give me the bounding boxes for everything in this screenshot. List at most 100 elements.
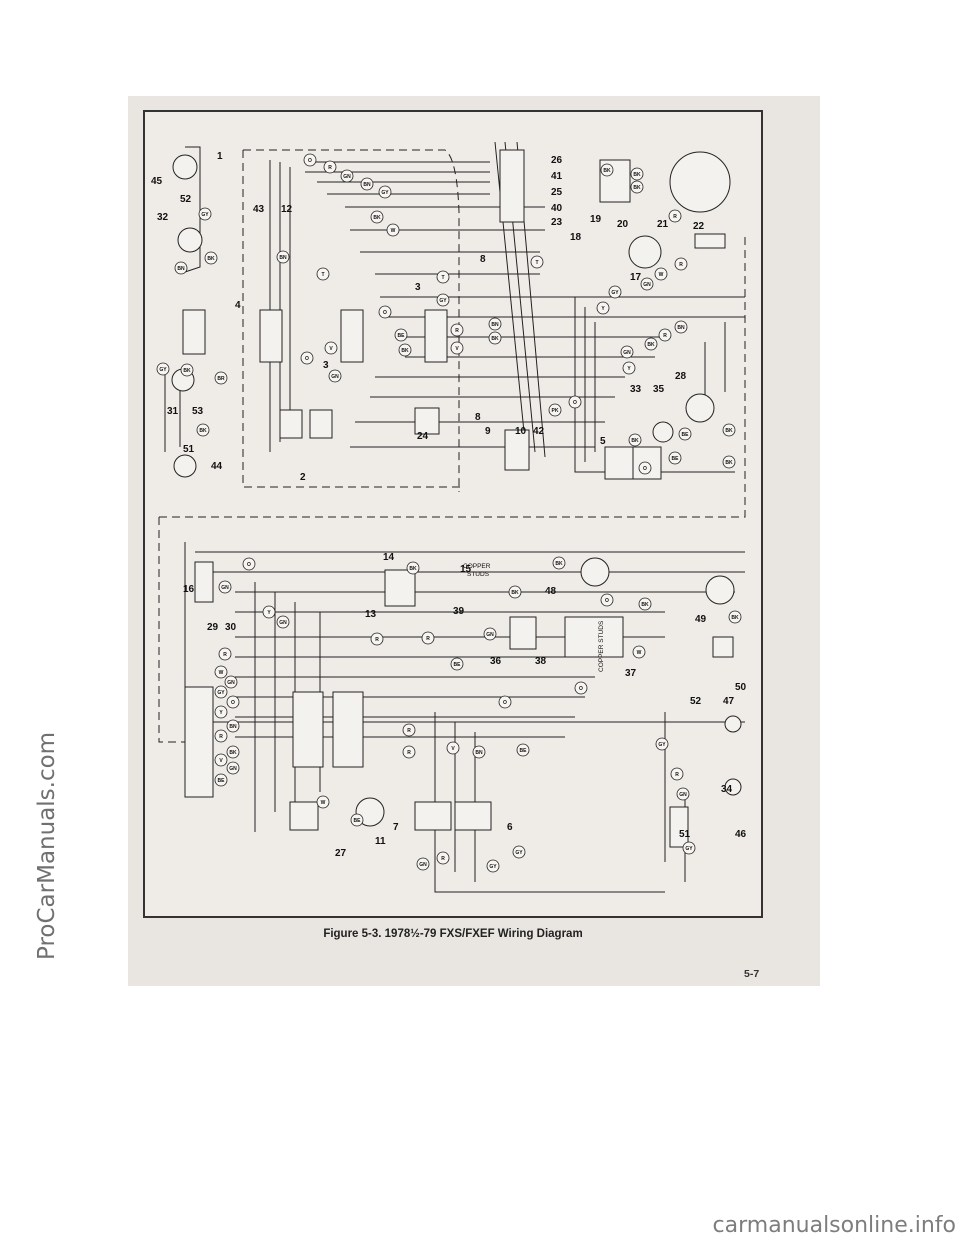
label-9: 9 [485, 426, 491, 437]
svg-text:R: R [223, 652, 227, 658]
svg-text:BK: BK [725, 428, 733, 434]
svg-text:GY: GY [658, 742, 666, 748]
switch-block-26-23 [499, 149, 525, 223]
svg-text:BK: BK [401, 348, 409, 354]
svg-text:GY: GY [611, 290, 619, 296]
svg-text:GN: GN [229, 766, 237, 772]
svg-text:W: W [219, 670, 224, 676]
svg-text:BK: BK [731, 615, 739, 621]
svg-text:GY: GY [381, 190, 389, 196]
svg-text:BE: BE [454, 662, 462, 668]
label-41: 41 [551, 171, 563, 182]
dashed-harness-top [243, 149, 460, 492]
dashed-harness-left [242, 150, 460, 488]
svg-text:BE: BE [398, 333, 406, 339]
svg-text:BK: BK [229, 750, 237, 756]
svg-text:BK: BK [725, 460, 733, 466]
label-22: 22 [693, 221, 705, 232]
label-25: 25 [551, 187, 563, 198]
component-32-lamp [177, 227, 203, 253]
label-8-a: 8 [480, 254, 486, 265]
svg-text:O: O [305, 356, 309, 362]
component-44-lamp [173, 454, 197, 478]
svg-text:BN: BN [475, 750, 483, 756]
harness-wire-right [574, 297, 735, 473]
svg-text:BK: BK [373, 215, 381, 221]
component-27-body [289, 801, 319, 831]
ignition-switch-18 [628, 235, 662, 269]
relay-9-10 [504, 429, 530, 471]
svg-text:GN: GN [643, 282, 651, 288]
label-12: 12 [281, 204, 293, 215]
label-53: 53 [192, 406, 204, 417]
component-33 [652, 421, 674, 443]
label-52: 52 [180, 194, 192, 205]
label-15: 15 [460, 564, 472, 575]
label-4: 4 [235, 300, 241, 311]
svg-text:GN: GN [623, 350, 631, 356]
label-34: 34 [721, 784, 733, 795]
svg-text:O: O [643, 466, 647, 472]
svg-text:BE: BE [354, 818, 362, 824]
connector-lower-a [292, 691, 324, 768]
svg-text:GN: GN [221, 585, 229, 591]
svg-text:BK: BK [207, 256, 215, 262]
component-37-38 [564, 616, 624, 658]
label-35: 35 [653, 384, 665, 395]
label-5: 5 [600, 436, 606, 447]
svg-text:O: O [573, 400, 577, 406]
svg-text:GN: GN [279, 620, 287, 626]
copper-stud-labels: COPPER STUDS COPPER STUDS [463, 563, 605, 672]
svg-text:R: R [407, 750, 411, 756]
component-24 [414, 407, 440, 435]
label-32: 32 [157, 212, 169, 223]
svg-text:O: O [308, 158, 312, 164]
label-37: 37 [625, 668, 637, 679]
svg-text:V: V [329, 346, 333, 352]
svg-text:GN: GN [419, 862, 427, 868]
component-22 [694, 233, 726, 249]
svg-text:R: R [407, 728, 411, 734]
svg-text:V: V [455, 346, 459, 352]
svg-text:GN: GN [227, 680, 235, 686]
label-6: 6 [507, 822, 513, 833]
connector-5-left [604, 446, 634, 480]
svg-text:R: R [673, 214, 677, 220]
label-36: 36 [490, 656, 502, 667]
svg-text:O: O [605, 598, 609, 604]
svg-text:BR: BR [217, 376, 225, 382]
label-8-b: 8 [475, 412, 481, 423]
label-11: 11 [375, 836, 386, 847]
svg-text:BK: BK [491, 336, 499, 342]
page-number: 5-7 [744, 968, 760, 980]
wiring-diagram-drawing: 1 45 52 32 43 12 4 3 3 2 31 53 51 44 26 … [151, 141, 747, 893]
component-numbers: 1 45 52 32 43 12 4 3 3 2 31 53 51 44 26 … [151, 151, 747, 859]
label-1: 1 [217, 151, 223, 162]
svg-text:W: W [391, 228, 396, 234]
connector-4-right [340, 309, 364, 363]
label-45: 45 [151, 176, 163, 187]
harness-wire-mid-3 [350, 376, 625, 448]
component-47 [724, 715, 742, 733]
connector-2-right [309, 409, 333, 439]
label-30: 30 [225, 622, 237, 633]
svg-text:BK: BK [641, 602, 649, 608]
label-47: 47 [723, 696, 735, 707]
svg-text:R: R [328, 165, 332, 171]
label-3-a: 3 [323, 360, 329, 371]
svg-text:BK: BK [647, 342, 655, 348]
svg-text:Y: Y [267, 610, 271, 616]
label-43: 43 [253, 204, 265, 215]
label-23: 23 [551, 217, 563, 228]
svg-text:R: R [679, 262, 683, 268]
svg-text:BK: BK [555, 561, 563, 567]
label-46: 46 [735, 829, 747, 840]
svg-text:BN: BN [177, 266, 185, 272]
svg-text:V: V [219, 758, 223, 764]
svg-text:BK: BK [199, 428, 207, 434]
svg-text:R: R [441, 856, 445, 862]
svg-text:V: V [451, 746, 455, 752]
svg-text:Y: Y [219, 710, 223, 716]
generator-21 [669, 151, 731, 213]
svg-text:BK: BK [633, 172, 641, 178]
